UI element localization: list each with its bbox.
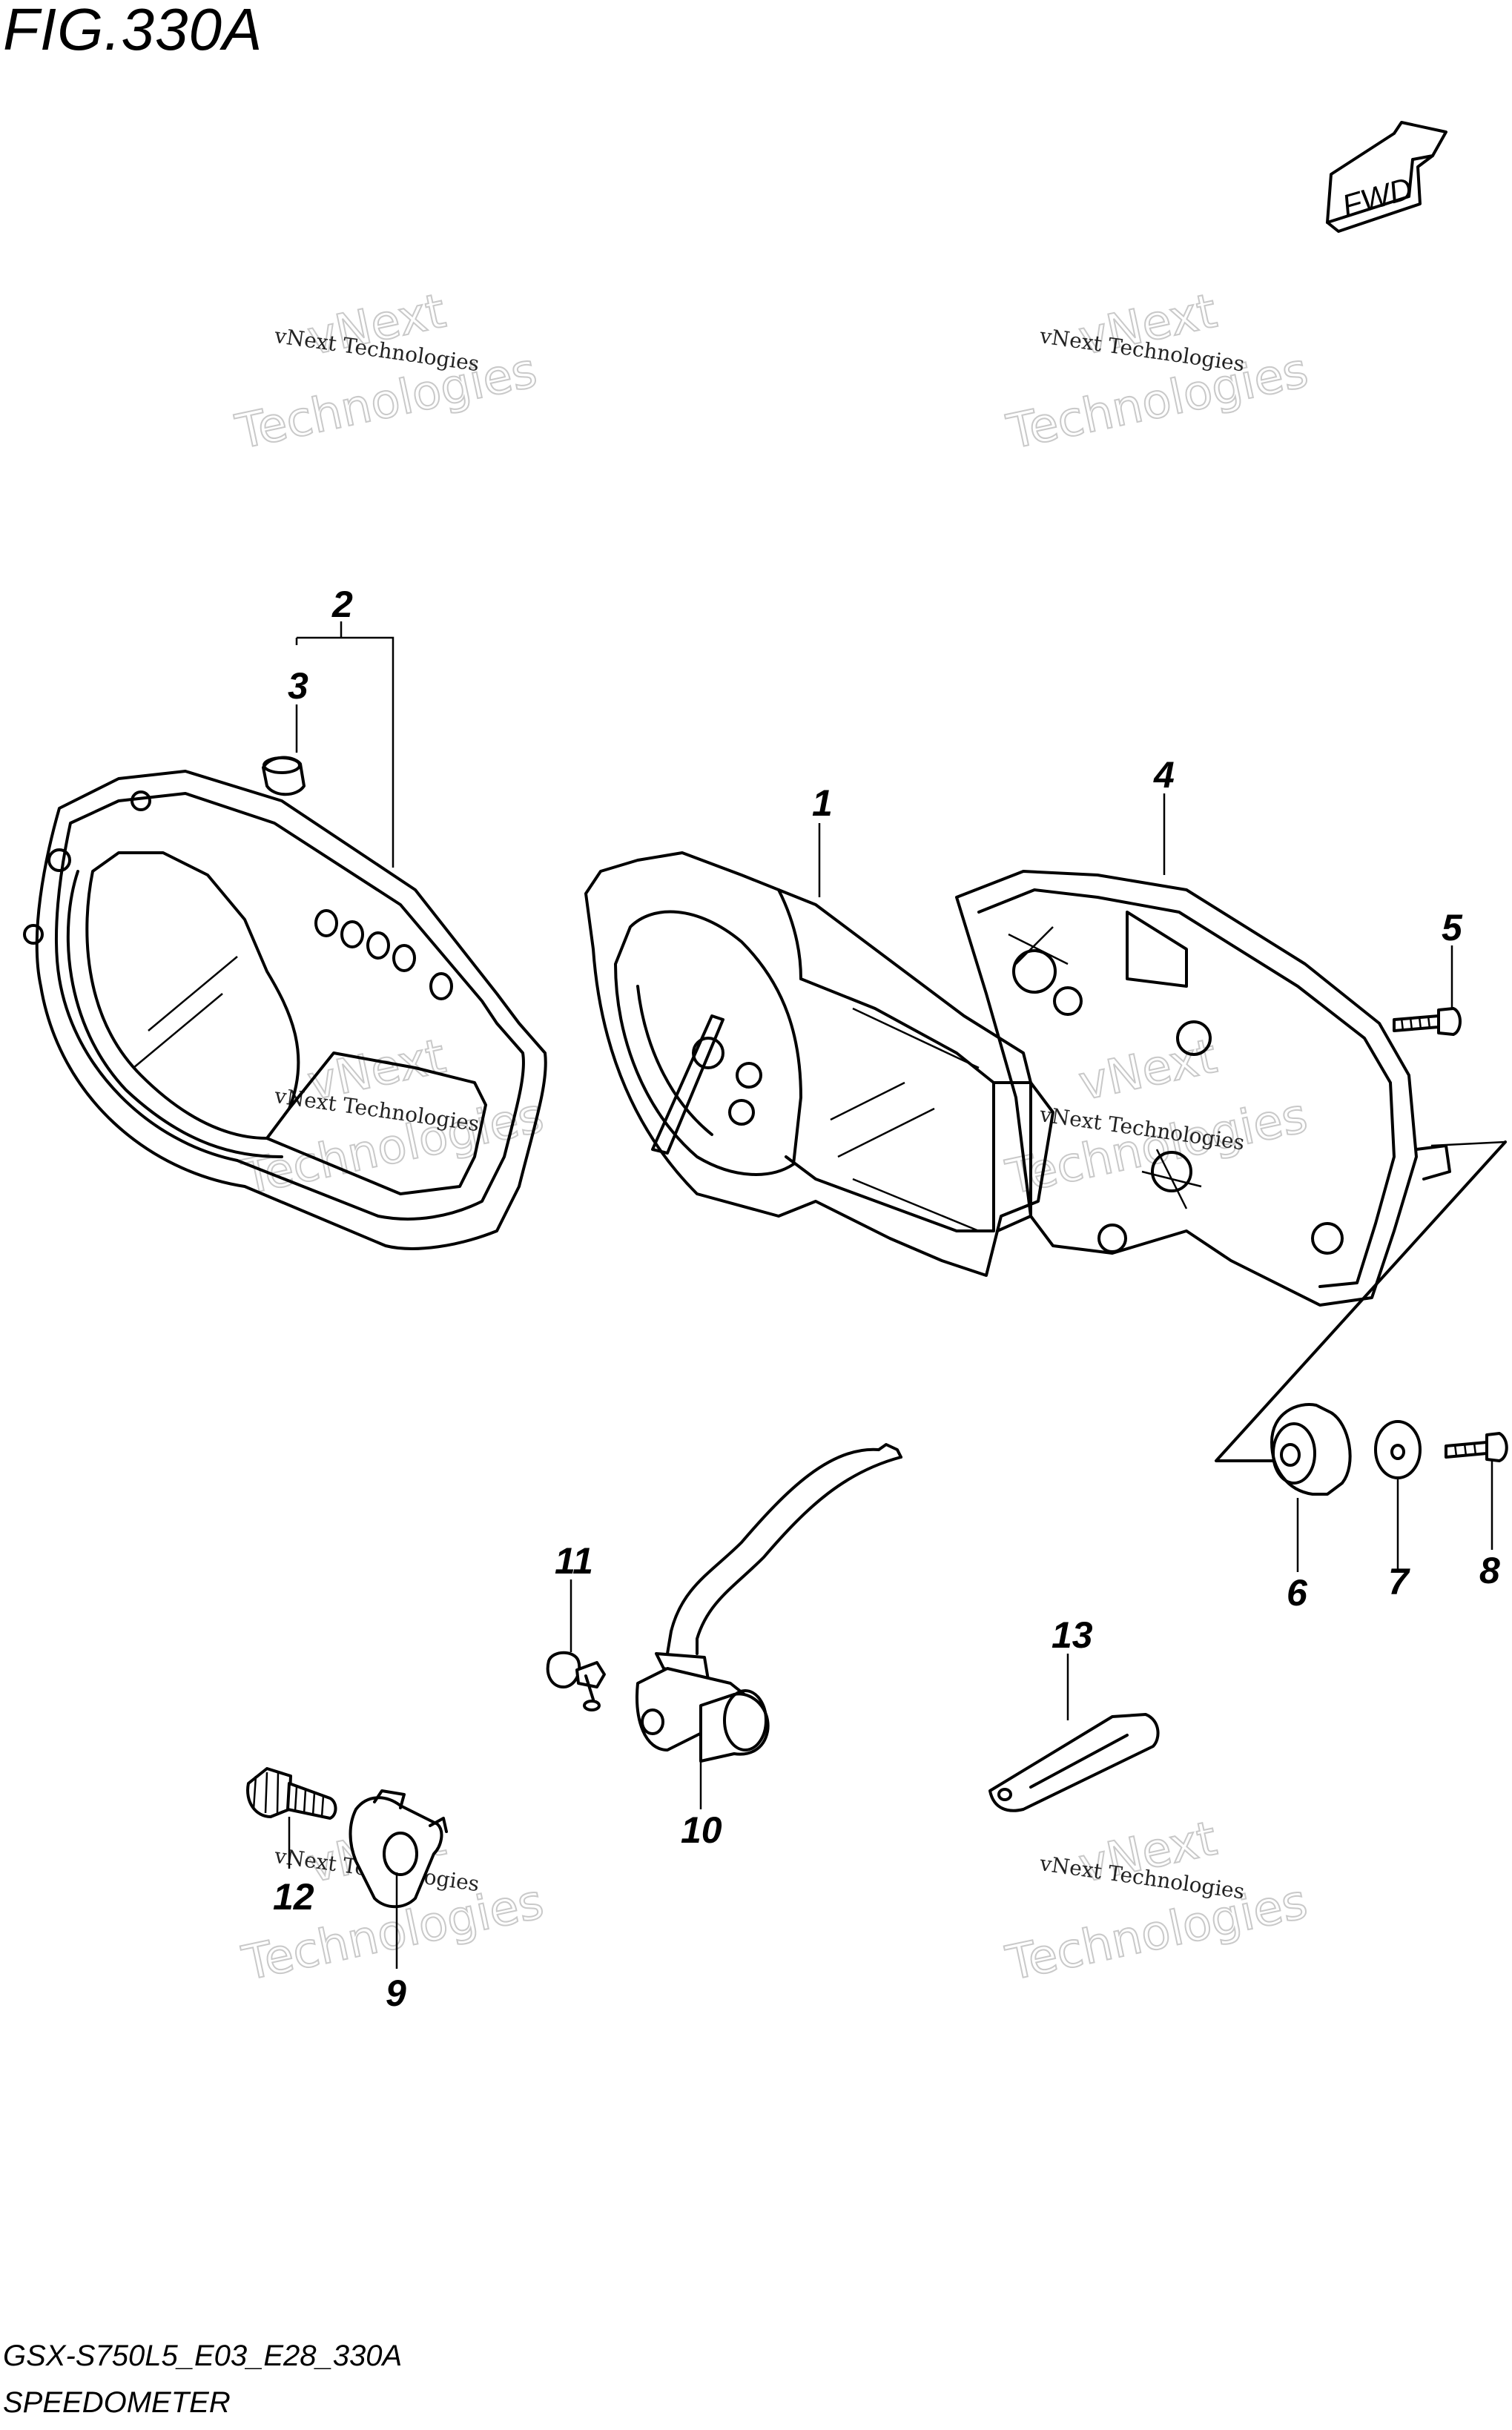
- bolt-part-11: [546, 1651, 606, 1711]
- figure-title: FIG.330A: [3, 0, 263, 62]
- fwd-arrow-icon: FWD: [1326, 121, 1447, 233]
- sensor-part-10: [635, 1443, 902, 1763]
- cap-part-3: [262, 756, 306, 796]
- callout-10: 10: [681, 1809, 722, 1851]
- callout-13: 13: [1052, 1614, 1093, 1656]
- cushion-part-6: [1270, 1403, 1352, 1496]
- screw-part-5: [1393, 1007, 1462, 1036]
- callout-8: 8: [1479, 1550, 1500, 1591]
- leader-lines: [288, 621, 1493, 1969]
- meter-case-part-4: [955, 870, 1451, 1307]
- watermark-middle-right: Technologies vNext vNext Technologies: [1001, 1029, 1313, 1206]
- washer-part-7: [1374, 1420, 1422, 1479]
- svg-text:Technologies: Technologies: [1002, 1875, 1313, 1992]
- meter-unit-part-1: [584, 851, 1054, 1277]
- callout-7: 7: [1388, 1561, 1410, 1602]
- callout-12: 12: [273, 1876, 314, 1918]
- callout-3: 3: [288, 665, 308, 707]
- clamp-part-13: [988, 1713, 1160, 1812]
- watermark-top-left: Technologies vNext vNext Technologies: [231, 283, 543, 461]
- callout-9: 9: [386, 1972, 406, 2014]
- callout-2: 2: [331, 584, 353, 625]
- leader-case-to-6: [1215, 1140, 1507, 1462]
- callout-5: 5: [1442, 907, 1463, 948]
- meter-cover-part-2: [23, 770, 547, 1250]
- callout-1: 1: [812, 782, 833, 824]
- callout-labels: 2 3 1 4 5 6 7 8 11 10 12 9 13: [273, 584, 1500, 2014]
- bolt-part-12: [246, 1767, 337, 1820]
- model-code: GSX-S750L5_E03_E28_330A: [3, 2340, 403, 2372]
- screw-part-8: [1445, 1432, 1508, 1462]
- callout-4: 4: [1153, 754, 1175, 796]
- watermark-top-right: Technologies vNext vNext Technologies: [1002, 283, 1314, 461]
- plate-part-9: [349, 1789, 448, 1909]
- callout-6: 6: [1287, 1572, 1308, 1614]
- callout-11: 11: [555, 1540, 593, 1582]
- svg-text:vNext: vNext: [1074, 1029, 1221, 1112]
- watermark-bottom-right: Technologies vNext vNext Technologies: [1001, 1811, 1313, 1992]
- assembly-name: SPEEDOMETER: [3, 2386, 231, 2419]
- leader-case-short: [1430, 1140, 1506, 1147]
